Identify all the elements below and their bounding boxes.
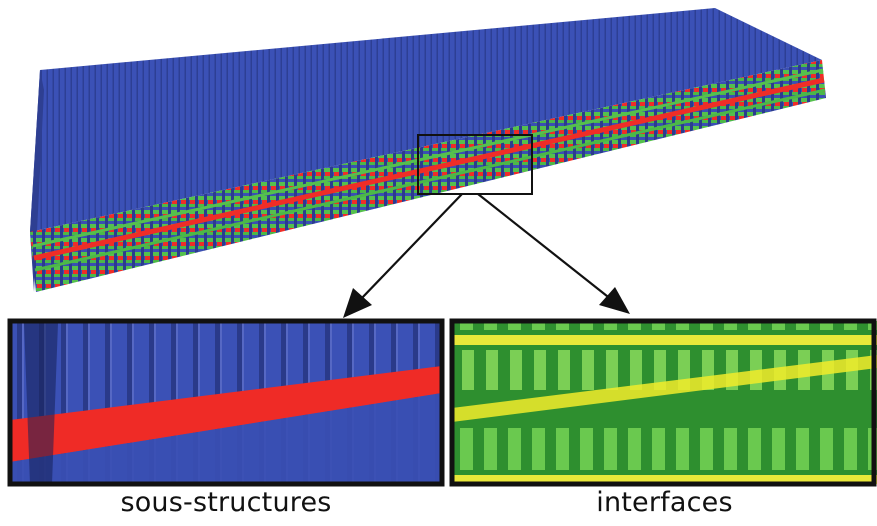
substructures-frame xyxy=(7,318,445,487)
substructures-closeup xyxy=(7,318,445,487)
arrow-left-head xyxy=(343,288,372,318)
arrow-right-line xyxy=(477,193,613,301)
green-interface-line-lower xyxy=(34,88,826,272)
interfaces-yellow-band xyxy=(452,355,877,422)
interfaces-closeup xyxy=(449,318,877,487)
red-interface-line xyxy=(33,77,825,261)
slab-top-surface xyxy=(30,8,822,232)
substructures-caption: sous-structures xyxy=(120,487,332,518)
zoom-arrows xyxy=(343,193,630,318)
arrow-right-head xyxy=(599,287,630,314)
substructures-dark-gap xyxy=(24,323,58,484)
arrow-left-line xyxy=(359,193,463,301)
green-interface-line-upper xyxy=(32,68,824,248)
zoom-selection-box xyxy=(417,134,533,195)
slab-front-face xyxy=(30,60,826,292)
interfaces-caption: interfaces xyxy=(596,487,733,518)
interfaces-frame xyxy=(449,318,877,487)
substructures-red-interface xyxy=(10,366,442,462)
main-slab xyxy=(30,8,826,292)
substructures-lower-blocks xyxy=(10,393,442,484)
